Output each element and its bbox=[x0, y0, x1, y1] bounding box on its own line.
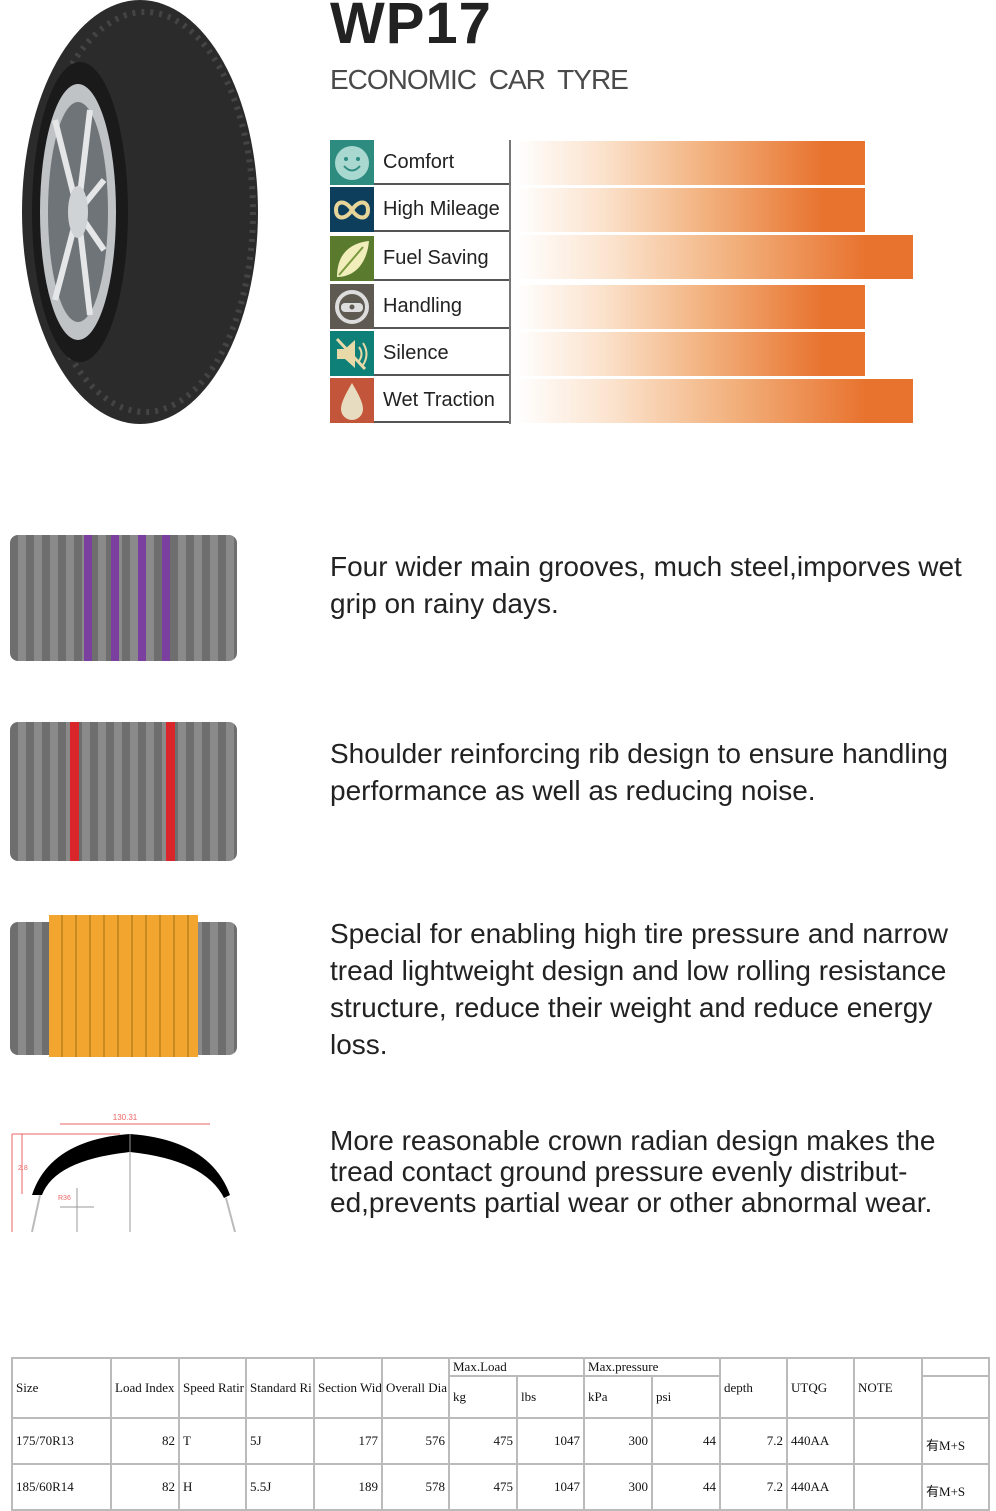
feature-label: Fuel Saving bbox=[383, 247, 489, 269]
table-cell: 475 bbox=[448, 1463, 518, 1511]
table-cell: T bbox=[178, 1417, 247, 1465]
feature-handling: Handling bbox=[330, 284, 510, 329]
header-depth: depth bbox=[719, 1357, 789, 1419]
svg-text:2.8: 2.8 bbox=[18, 1165, 28, 1172]
table-cell: 7.2 bbox=[719, 1417, 789, 1465]
feature-label: Silence bbox=[383, 342, 449, 364]
header-lbs: lbs bbox=[515, 1375, 586, 1419]
header-standard-rim: Standard Ri bbox=[245, 1357, 315, 1419]
rating-bar-handling bbox=[515, 285, 865, 329]
table-cell: 576 bbox=[381, 1417, 450, 1465]
feature-wet-traction: Wet Traction bbox=[330, 378, 510, 423]
table-cell: 有M+S bbox=[921, 1417, 991, 1465]
table-cell: 475 bbox=[448, 1417, 518, 1465]
table-cell: 440AA bbox=[786, 1463, 856, 1511]
table-cell: 82 bbox=[110, 1463, 180, 1511]
table-cell: 7.2 bbox=[719, 1463, 789, 1511]
table-cell bbox=[853, 1417, 924, 1465]
header-section-width: Section Wid bbox=[313, 1357, 383, 1419]
rating-bar-comfort bbox=[515, 141, 865, 185]
product-subtitle: ECONOMIC CAR TYRE bbox=[330, 64, 629, 95]
infinity-icon bbox=[330, 187, 374, 232]
water-drop-icon bbox=[330, 378, 374, 423]
tread-lightweight-image bbox=[10, 915, 237, 1057]
steering-wheel-icon bbox=[330, 284, 374, 329]
leaf-icon bbox=[330, 236, 374, 281]
table-cell: 578 bbox=[381, 1463, 450, 1511]
feature-label: High Mileage bbox=[383, 198, 500, 220]
feature-description: More reasonable crown radian design make… bbox=[330, 1125, 936, 1218]
table-cell: 1047 bbox=[515, 1463, 586, 1511]
table-cell: 82 bbox=[110, 1417, 180, 1465]
table-cell: 44 bbox=[651, 1463, 722, 1511]
table-cell: 185/60R14 bbox=[11, 1463, 112, 1511]
table-cell: 175/70R13 bbox=[11, 1417, 112, 1465]
smiley-icon bbox=[330, 140, 374, 185]
header-overall-diameter: Overall Dia bbox=[381, 1357, 450, 1419]
table-cell: 300 bbox=[583, 1463, 654, 1511]
rating-bar-silence bbox=[515, 332, 865, 376]
product-title: WP17 bbox=[330, 0, 492, 56]
header-empty bbox=[921, 1357, 991, 1377]
feature-label: Comfort bbox=[383, 151, 455, 173]
feature-label: Handling bbox=[383, 295, 462, 317]
header-empty bbox=[921, 1375, 991, 1419]
header-kpa: kPa bbox=[583, 1375, 654, 1419]
table-cell: 5.5J bbox=[245, 1463, 315, 1511]
feature-description: Special for enabling high tire pressure … bbox=[330, 918, 948, 1060]
feature-divider bbox=[509, 140, 511, 424]
header-utqg: UTQG bbox=[786, 1357, 856, 1419]
mute-speaker-icon bbox=[330, 331, 374, 376]
feature-silence: Silence bbox=[330, 331, 510, 376]
svg-text:130.31: 130.31 bbox=[113, 1113, 138, 1122]
crown-radian-diagram: 130.31 2.8 R36 bbox=[11, 1113, 236, 1232]
feature-label: Wet Traction bbox=[383, 389, 495, 411]
header-psi: psi bbox=[651, 1375, 722, 1419]
header-kg: kg bbox=[448, 1375, 518, 1419]
feature-description: Four wider main grooves, much steel,impo… bbox=[330, 551, 962, 619]
table-cell bbox=[853, 1463, 924, 1511]
header-size: Size bbox=[11, 1357, 112, 1419]
rating-bar-high-mileage bbox=[515, 188, 865, 232]
header-speed-rating: Speed Ratir bbox=[178, 1357, 247, 1419]
table-cell: H bbox=[178, 1463, 247, 1511]
header-load-index: Load Index bbox=[110, 1357, 180, 1419]
table-cell: 177 bbox=[313, 1417, 383, 1465]
table-cell: 300 bbox=[583, 1417, 654, 1465]
feature-comfort: Comfort bbox=[330, 140, 510, 185]
table-cell: 44 bbox=[651, 1417, 722, 1465]
header-max-load: Max.Load bbox=[447, 1357, 586, 1377]
feature-description: Shoulder reinforcing rib design to ensur… bbox=[330, 738, 948, 806]
table-cell: 189 bbox=[313, 1463, 383, 1511]
table-cell: 1047 bbox=[515, 1417, 586, 1465]
svg-text:R36: R36 bbox=[58, 1195, 71, 1202]
header-max-pressure: Max.pressure bbox=[583, 1357, 722, 1377]
tire-image bbox=[22, 0, 258, 424]
table-cell: 有M+S bbox=[921, 1463, 991, 1511]
header-note: NOTE bbox=[853, 1357, 924, 1419]
tread-grooves-image bbox=[10, 535, 237, 661]
tread-shoulder-rib-image bbox=[10, 722, 237, 861]
feature-fuel-saving: Fuel Saving bbox=[330, 236, 510, 281]
table-cell: 5J bbox=[245, 1417, 315, 1465]
rating-bar-fuel-saving bbox=[515, 235, 913, 279]
rating-bar-wet-traction bbox=[515, 379, 913, 423]
spec-table: Size Load Index Speed Ratir Standard Ri … bbox=[11, 1357, 991, 1511]
feature-high-mileage: High Mileage bbox=[330, 187, 510, 232]
table-cell: 440AA bbox=[786, 1417, 856, 1465]
